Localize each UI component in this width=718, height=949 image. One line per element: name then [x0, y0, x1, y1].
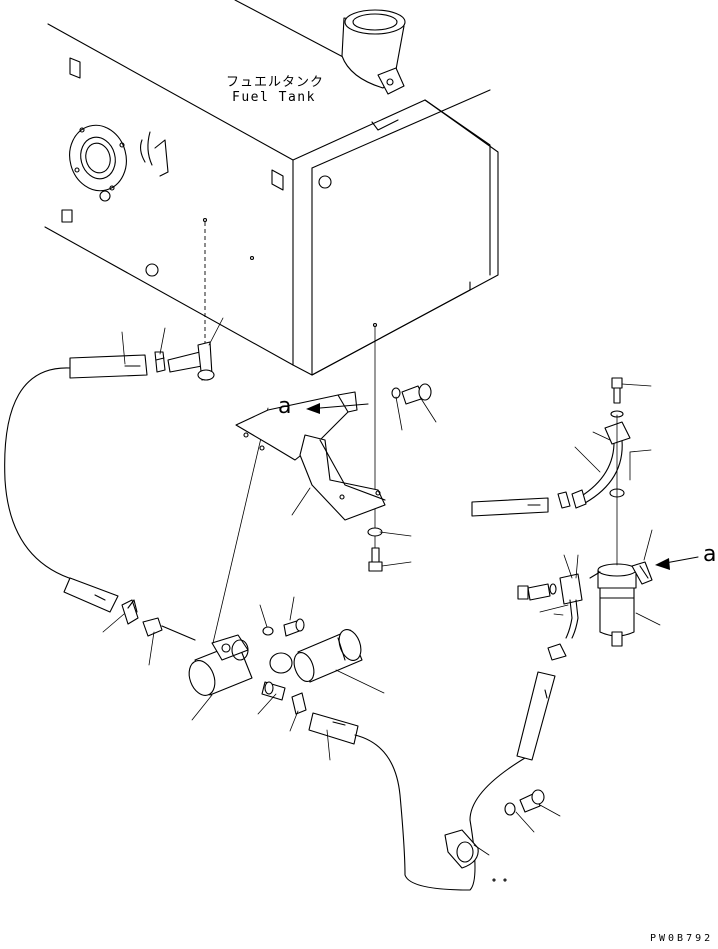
filter-pipe	[571, 421, 631, 509]
fuel-hose-upper	[471, 497, 549, 517]
fuel-filter	[589, 563, 637, 647]
leader-lines	[102, 317, 661, 856]
drawing-code: PW0B792	[650, 933, 713, 944]
hose-clamp-upper	[557, 491, 571, 509]
filter-bolt-top	[611, 377, 623, 404]
cap	[269, 652, 293, 674]
filter-bolt-left	[517, 583, 551, 601]
hose-clip	[444, 829, 479, 869]
fuel-tank: フュエルタンク Fuel Tank	[44, 0, 499, 376]
bracket-washer-top	[391, 387, 401, 399]
drain-hose-assembly	[4, 341, 215, 641]
bracket-bolt-top	[401, 383, 432, 405]
fuel-hose-lower	[308, 671, 556, 891]
filler-neck	[341, 9, 406, 95]
bolt-small	[283, 618, 305, 637]
bracket-bolt-bottom	[368, 547, 383, 572]
view-arrow-left: a	[278, 394, 369, 419]
view-label-left: a	[278, 394, 291, 419]
drain-elbow	[167, 341, 215, 381]
clip	[291, 692, 307, 715]
hose-clamp-lower	[547, 643, 567, 661]
hose-adapter	[293, 629, 363, 683]
filter-bracket	[235, 391, 386, 521]
filter-washer-left	[549, 583, 557, 595]
tank-label-jp: フュエルタンク	[226, 75, 324, 90]
view-label-right: a	[703, 542, 716, 567]
clip-bolt	[519, 789, 545, 813]
drain-valve	[188, 407, 286, 701]
filter-clip-right	[631, 561, 653, 585]
view-arrow-right: a	[655, 542, 716, 570]
sender-flange	[69, 124, 127, 202]
clip-washer	[504, 802, 516, 816]
filter-mount-plate	[559, 573, 583, 639]
tank-label-en: Fuel Tank	[232, 90, 316, 105]
washer	[262, 626, 274, 636]
